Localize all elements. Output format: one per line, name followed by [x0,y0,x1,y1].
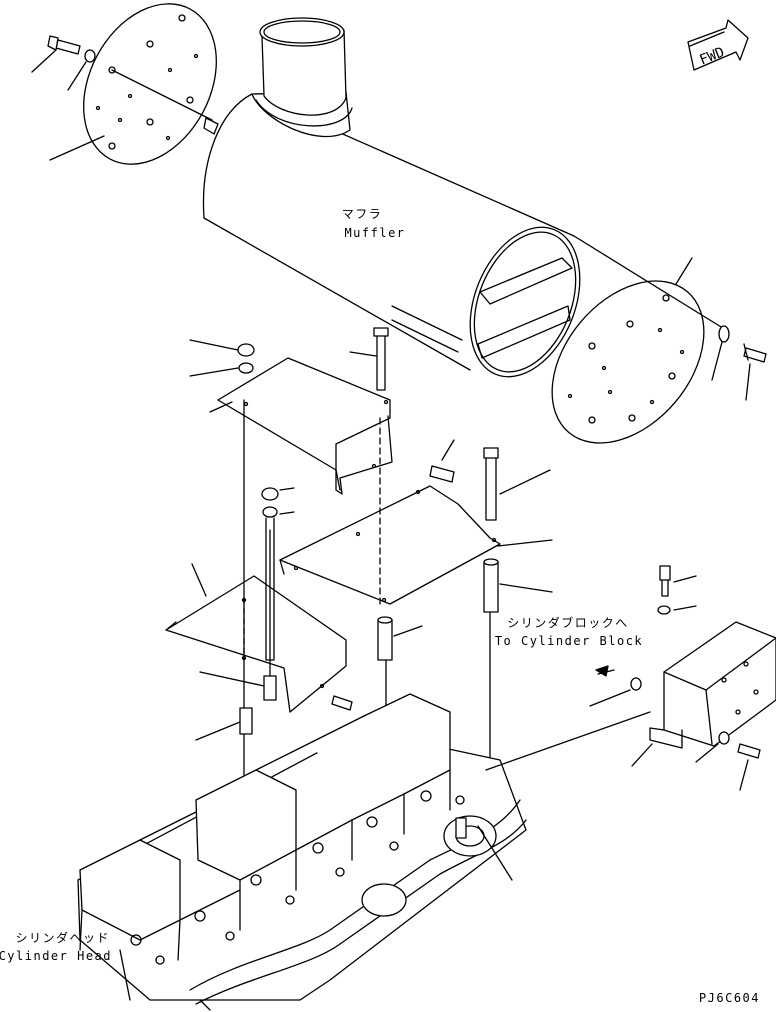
cylinder-head-label-en: Cylinder Head [0,949,112,963]
end-cover-plate-right [521,236,734,472]
cylinder-head-label-jp: シリンダヘッド [15,931,110,945]
bolt-upper-left [32,36,104,160]
end-cover-plate-left [57,0,243,187]
block-bracket [590,566,776,790]
muffler-label-jp: マフラ [341,207,383,221]
fasteners-upper [190,328,550,520]
to-block-label-en: To Cylinder Block [494,634,644,648]
bolt-right [712,326,766,400]
to-block-label-jp: シリンダブロックへ [507,616,629,630]
drawing-code: PJ6C604 [698,991,760,1005]
muffler-label-en: Muffler [344,226,406,240]
heat-shield-plate [280,486,552,604]
muffler-body [203,18,600,380]
cylinder-head [78,694,650,1010]
spacers-and-studs [196,488,552,740]
fwd-arrow-icon: FWD [688,20,748,70]
side-heat-shield [166,564,346,712]
